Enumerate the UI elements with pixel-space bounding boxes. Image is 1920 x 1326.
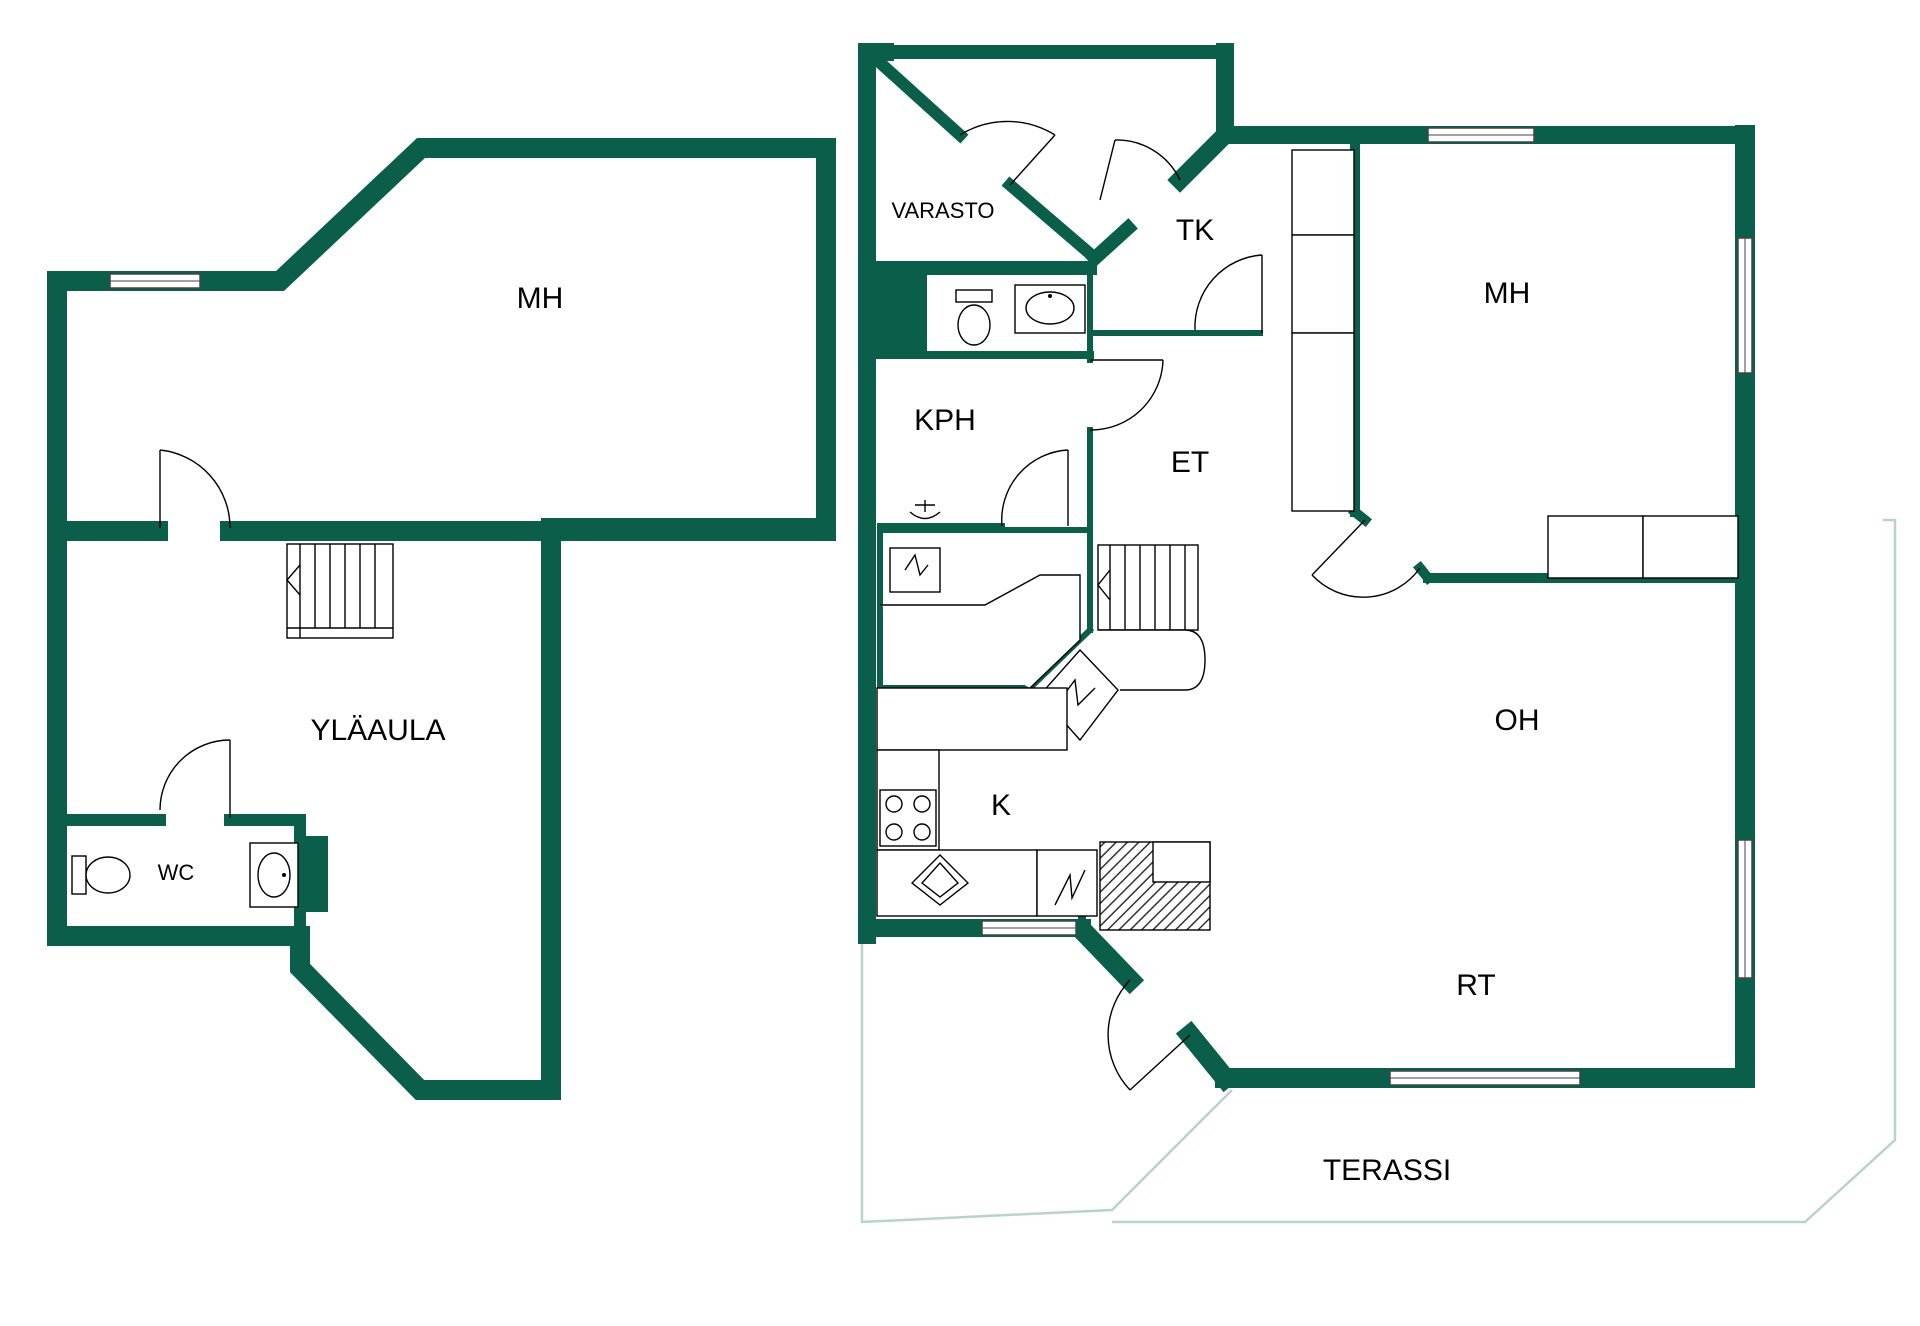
kitchen-counter xyxy=(876,687,1098,917)
room-label-ylaaula: YLÄAULA xyxy=(310,714,445,747)
door-swing-icon xyxy=(159,449,231,529)
sink-icon xyxy=(909,500,941,520)
room-label-k: K xyxy=(991,789,1011,822)
toilet-icon xyxy=(955,289,993,346)
sink-icon xyxy=(249,842,299,908)
door-swing-icon xyxy=(1311,519,1421,598)
sink-icon xyxy=(1014,284,1086,334)
door-swing-icon xyxy=(1089,359,1164,431)
upper-outer-wall xyxy=(47,138,836,1100)
room-label-rt: RT xyxy=(1456,969,1495,1002)
room-label-wc: WC xyxy=(158,860,195,885)
room-label-kph: KPH xyxy=(914,404,976,437)
room-label-tk: TK xyxy=(1176,214,1214,247)
electric-icon xyxy=(1054,869,1086,906)
room-label-terassi: TERASSI xyxy=(1323,1154,1451,1187)
room-label-oh: OH xyxy=(1495,704,1540,737)
room-label-varasto: VARASTO xyxy=(891,198,994,223)
room-label-et: ET xyxy=(1171,446,1209,479)
upper-floor-walls xyxy=(47,138,836,1100)
door-swing-icon xyxy=(159,739,231,818)
toilet-icon xyxy=(71,855,131,895)
window-icon xyxy=(1427,127,1535,143)
wardrobe xyxy=(1291,149,1355,512)
room-label-main-mh: MH xyxy=(1484,277,1531,310)
terrace-outline xyxy=(860,518,1897,1224)
window-icon xyxy=(981,920,1077,936)
window-icon xyxy=(1389,1070,1581,1086)
window-icon xyxy=(1737,839,1753,979)
stove-icon xyxy=(879,789,937,847)
door-swing-icon xyxy=(1194,254,1263,333)
door-swing-icon xyxy=(1099,139,1181,201)
stair-icon xyxy=(1097,544,1206,691)
utility-counter xyxy=(880,547,1081,689)
door-swing-icon xyxy=(1001,449,1069,527)
fireplace-icon xyxy=(1099,841,1211,931)
wardrobe xyxy=(1547,515,1739,579)
door-swing-icon xyxy=(959,120,1056,186)
door-swing-icon xyxy=(1107,979,1191,1091)
room-label-upper-mh: MH xyxy=(517,282,564,315)
window-icon xyxy=(1737,237,1753,374)
sink-icon xyxy=(910,854,970,906)
stair-icon xyxy=(286,543,394,639)
